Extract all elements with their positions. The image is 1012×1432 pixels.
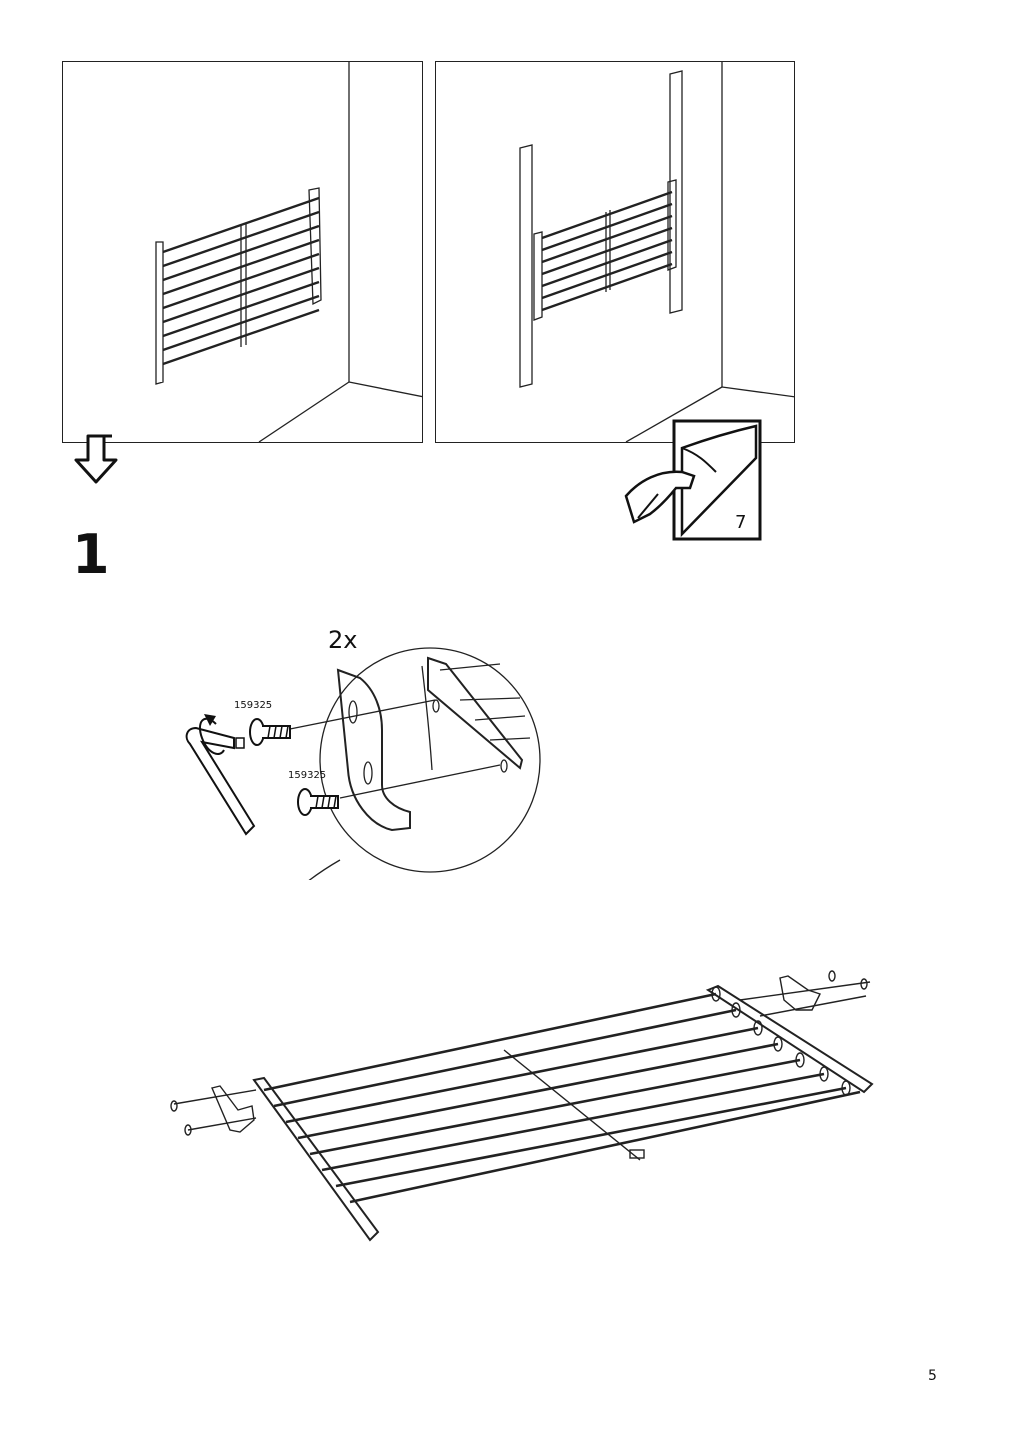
- page-turn-reference: 7: [620, 418, 765, 544]
- rail-rack-illustration: [519, 62, 794, 442]
- screw-icon: [297, 788, 339, 816]
- page-turn-icon: [624, 419, 762, 541]
- down-arrow-icon: [74, 434, 118, 484]
- step-number: 1: [72, 523, 110, 586]
- allen-key-icon: [185, 714, 256, 836]
- screw-part-number-bottom: 159325: [288, 770, 327, 781]
- shelf-assembly-illustration: [170, 970, 874, 1242]
- page-ref-number: 7: [735, 512, 747, 533]
- screw-part-number-top: 159325: [234, 700, 273, 711]
- panel-wall-rack: [62, 61, 423, 443]
- panel-rail-rack: [435, 61, 795, 443]
- detail-callout: 2x 159325 159325: [170, 620, 550, 1101]
- page-number: 5: [928, 1368, 937, 1384]
- wall-rack-illustration: [155, 62, 422, 442]
- quantity-label: 2x: [328, 626, 358, 654]
- shelf-assembly: [160, 960, 880, 1250]
- screw-icon: [249, 718, 291, 746]
